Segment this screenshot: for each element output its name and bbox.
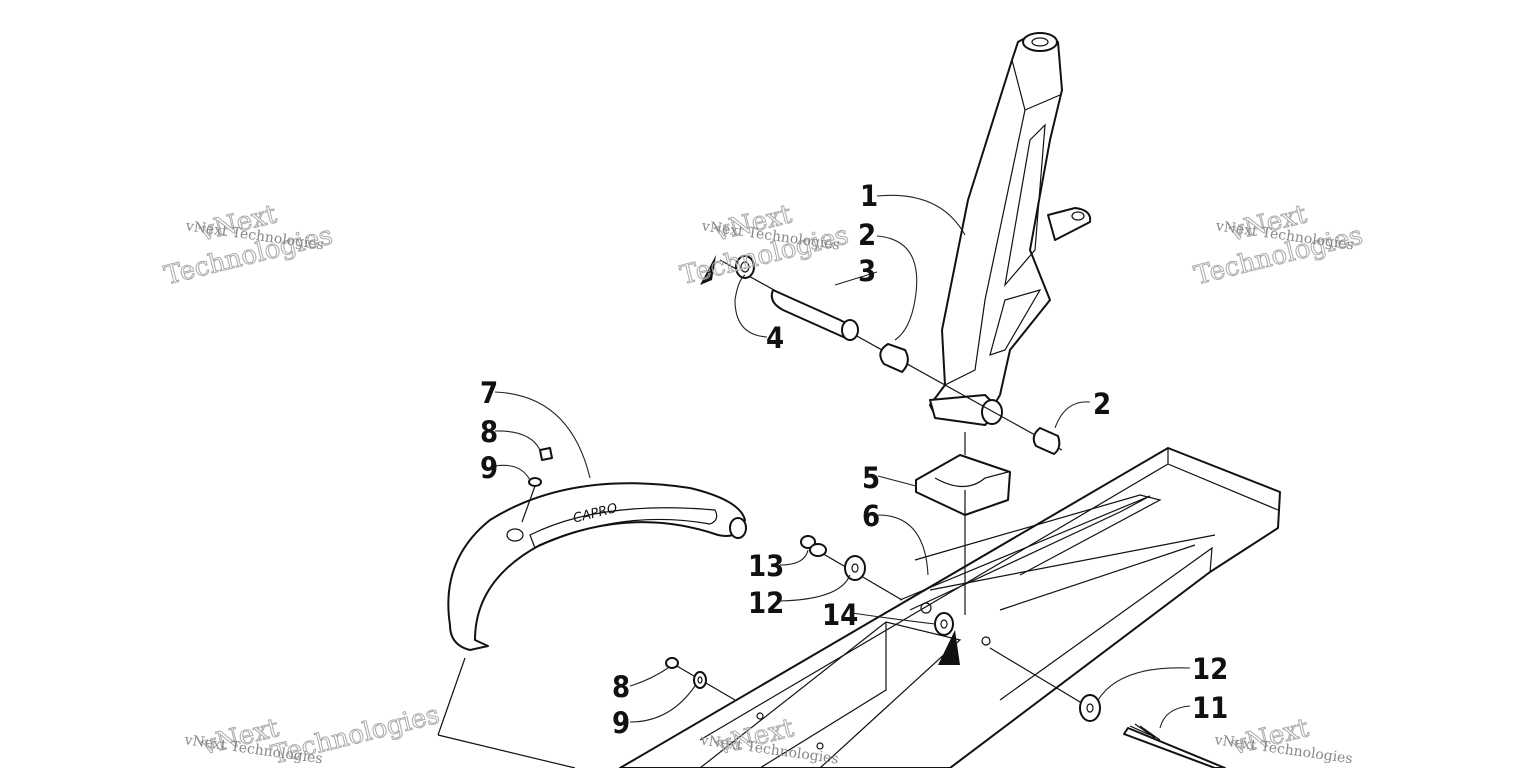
callout-14: 14	[822, 598, 858, 632]
callout-12-left: 12	[748, 586, 784, 620]
callout-12-right: 12	[1192, 652, 1228, 686]
callout-13: 13	[748, 549, 784, 583]
callout-1: 1	[860, 179, 878, 213]
leader-lines	[494, 194, 1191, 729]
callout-8-bottom: 8	[612, 670, 630, 704]
callout-4: 4	[766, 321, 784, 355]
callout-6: 6	[862, 499, 880, 533]
callout-9-bottom: 9	[612, 706, 630, 740]
ski-handle: CAPRO	[437, 482, 747, 768]
pivot-parts	[700, 255, 1063, 455]
callout-3: 3	[858, 254, 876, 288]
spindle-bumper	[915, 432, 1011, 615]
callout-2-top: 2	[858, 218, 876, 252]
callout-7: 7	[480, 376, 498, 410]
mount-hardware	[800, 535, 1226, 768]
callout-11: 11	[1192, 691, 1228, 725]
callout-5: 5	[862, 461, 880, 495]
callout-labels: 1 2 3 4 2 5 6 7 8 9 13 12 14 12 11 8 9	[480, 179, 1228, 740]
ski	[619, 447, 1281, 768]
spindle	[929, 32, 1092, 426]
callout-8-top: 8	[480, 415, 498, 449]
handle-fasteners-top	[521, 447, 553, 523]
callout-9-top: 9	[480, 451, 498, 485]
callout-2-right: 2	[1093, 387, 1111, 421]
handle-fasteners-bottom	[665, 657, 736, 701]
